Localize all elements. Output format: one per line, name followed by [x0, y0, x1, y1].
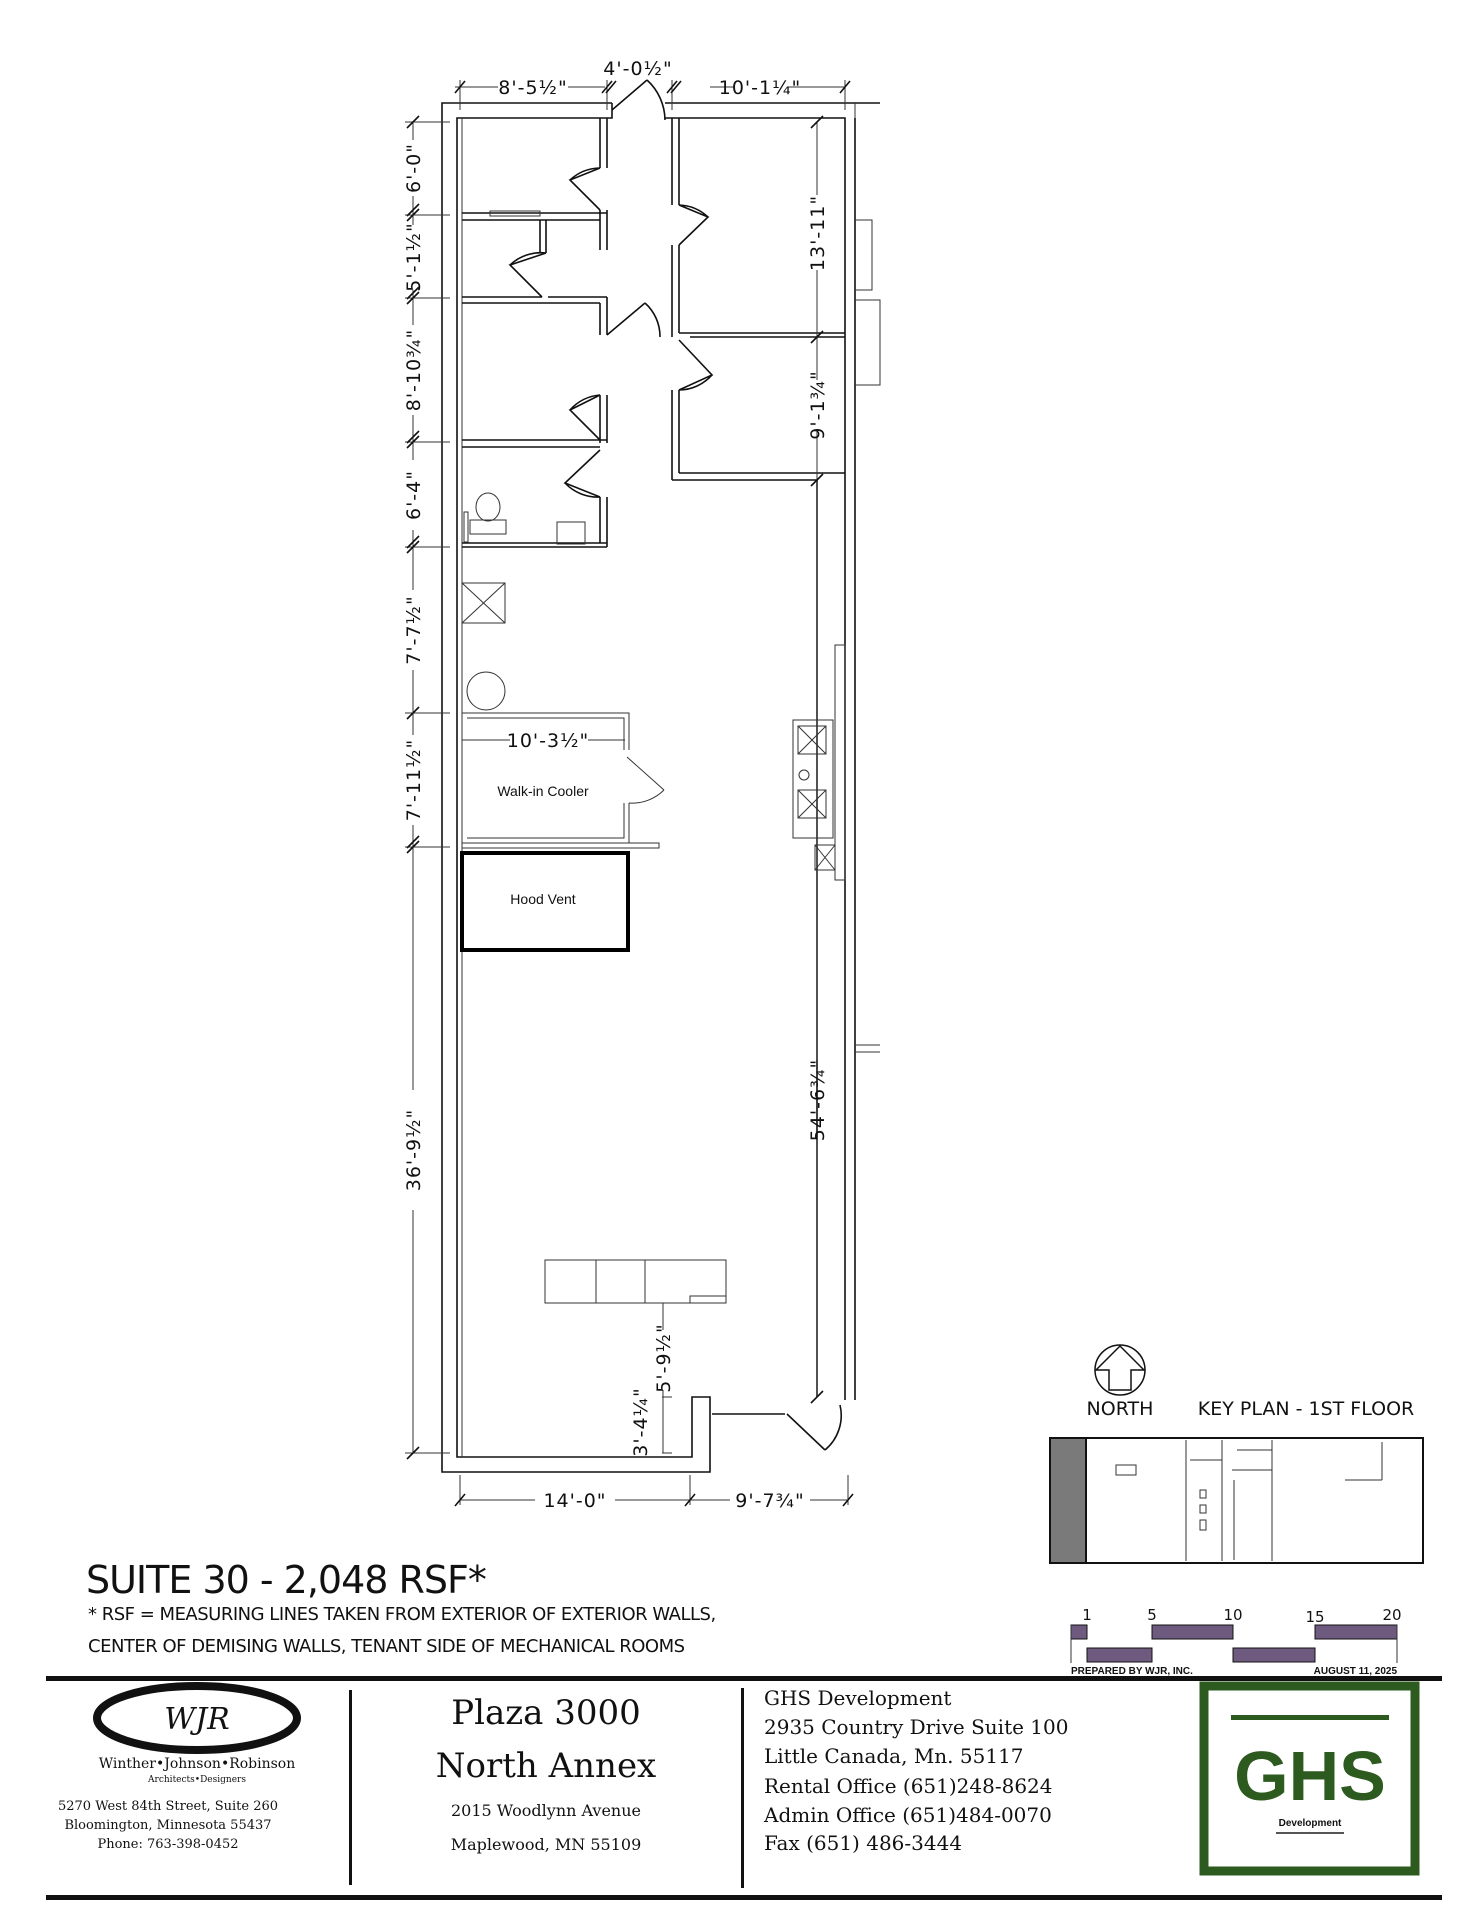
developer-line-5: Admin Office (651)484-0070	[763, 1803, 1052, 1827]
developer-line-1: GHS Development	[764, 1686, 951, 1710]
property-name-line1: Plaza 3000	[451, 1693, 641, 1733]
north-label: NORTH	[1087, 1398, 1154, 1420]
dim-top-1: 8'-5½"	[498, 77, 567, 99]
key-plan-suite-highlight	[1049, 1437, 1087, 1564]
walk-in-cooler: Walk-in Cooler	[461, 712, 665, 849]
divider	[46, 1676, 1442, 1681]
dim-left-1: 6'-0"	[403, 143, 425, 193]
hood-vent: Hood Vent	[460, 851, 630, 952]
room-label-hood: Hood Vent	[510, 891, 575, 907]
property-name-line2: North Annex	[436, 1746, 657, 1786]
dim-right-3: 54'-6¾"	[807, 1059, 829, 1142]
suite-title: SUITE 30 - 2,048 RSF*	[86, 1558, 486, 1602]
architect-address2: Bloomington, Minnesota 55437	[64, 1818, 271, 1833]
dimension-lines	[405, 80, 854, 1507]
architect-block: WJR Winther•Johnson•Robinson Architects•…	[58, 1682, 301, 1852]
suite-info: SUITE 30 - 2,048 RSF* * RSF = MEASURING …	[86, 1558, 716, 1657]
ghs-logo-text: GHS	[1234, 1737, 1386, 1815]
property-address2: Maplewood, MN 55109	[451, 1835, 642, 1854]
dim-left-3: 8'-10¾"	[403, 329, 425, 412]
sink-icon	[556, 521, 586, 545]
dim-left-2: 5'-1½"	[403, 222, 425, 291]
scale-tick-5: 5	[1147, 1606, 1157, 1624]
room-label-cooler: Walk-in Cooler	[497, 783, 589, 799]
toilet-icon	[475, 492, 501, 522]
island-counter	[544, 1259, 727, 1304]
dim-top-2: 4'-0½"	[603, 58, 672, 80]
scale-bar: 1 5 10 15 20 PREPARED BY WJR, INC. AUGUS…	[1070, 1606, 1402, 1677]
doors	[508, 79, 843, 1451]
counter	[834, 644, 846, 881]
developer-line-4: Rental Office (651)248-8624	[764, 1774, 1053, 1798]
developer-block: GHS Development 2935 Country Drive Suite…	[763, 1686, 1068, 1855]
plan-date: AUGUST 11, 2025	[1314, 1666, 1398, 1677]
fixtures	[461, 210, 881, 1304]
developer-line-6: Fax (651) 486-3444	[764, 1831, 962, 1855]
exterior-walls	[441, 102, 880, 1473]
scale-tick-20: 20	[1382, 1606, 1401, 1624]
scale-tick-10: 10	[1223, 1606, 1242, 1624]
architect-tagline: Architects•Designers	[147, 1775, 246, 1785]
architect-name: Winther•Johnson•Robinson	[99, 1756, 296, 1772]
dim-island-label: 5'-9½"	[653, 1323, 675, 1392]
interior-walls	[462, 118, 845, 1397]
wjr-logo-text: WJR	[164, 1702, 229, 1737]
dimension-labels: 8'-5½" 4'-0½" 10'-1¼" 6'-0" 5'-1½" 8'-10…	[403, 58, 829, 1512]
north-arrow-icon	[1094, 1344, 1146, 1396]
ghs-logo: GHS Development	[1199, 1681, 1420, 1876]
divider	[46, 1895, 1442, 1900]
ghs-logo-subtext: Development	[1279, 1818, 1342, 1829]
property-block: Plaza 3000 North Annex 2015 Woodlynn Ave…	[436, 1693, 657, 1854]
wjr-logo	[93, 1682, 301, 1754]
architect-phone: Phone: 763-398-0452	[97, 1837, 238, 1852]
architect-address1: 5270 West 84th Street, Suite 260	[58, 1799, 278, 1814]
property-address1: 2015 Woodlynn Avenue	[451, 1801, 641, 1820]
sink-icon	[797, 725, 827, 755]
scale-tick-1: 1	[1082, 1606, 1092, 1624]
key-plan-title: KEY PLAN - 1ST FLOOR	[1198, 1398, 1414, 1420]
sink-icon	[797, 789, 827, 819]
developer-line-2: 2935 Country Drive Suite 100	[764, 1715, 1068, 1739]
dim-bottom-1: 14'-0"	[543, 1490, 606, 1512]
rsf-note-line1: * RSF = MEASURING LINES TAKEN FROM EXTER…	[88, 1604, 716, 1625]
dim-bottom-2: 9'-7¾"	[735, 1490, 804, 1512]
round-table-icon	[466, 671, 506, 711]
developer-line-3: Little Canada, Mn. 55117	[764, 1744, 1024, 1768]
scale-tick-15: 15	[1305, 1608, 1324, 1626]
dim-right-2: 9'-1¾"	[807, 370, 829, 439]
rsf-note-line2: CENTER OF DEMISING WALLS, TENANT SIDE OF…	[88, 1636, 685, 1657]
title-block: WJR Winther•Johnson•Robinson Architects•…	[46, 1676, 1442, 1900]
dim-left-5: 7'-7½"	[403, 595, 425, 664]
dim-left-4: 6'-4"	[403, 470, 425, 520]
dim-cooler: 10'-3½"	[507, 730, 590, 752]
dim-top-3: 10'-1¼"	[719, 77, 802, 99]
dim-right-1: 13'-11"	[807, 195, 829, 271]
key-plan: NORTH KEY PLAN - 1ST FLOOR	[1049, 1344, 1424, 1564]
dim-notch: 3'-4¼"	[630, 1387, 652, 1456]
shower-icon	[461, 582, 506, 624]
floor-plan: Walk-in Cooler Hood Vent 8'-5½" 4'-0½" 1…	[403, 58, 881, 1512]
dim-left-6: 7'-11½"	[403, 739, 425, 822]
dim-left-7: 36'-9½"	[403, 1109, 425, 1192]
prepared-by: PREPARED BY WJR, INC.	[1071, 1666, 1193, 1677]
